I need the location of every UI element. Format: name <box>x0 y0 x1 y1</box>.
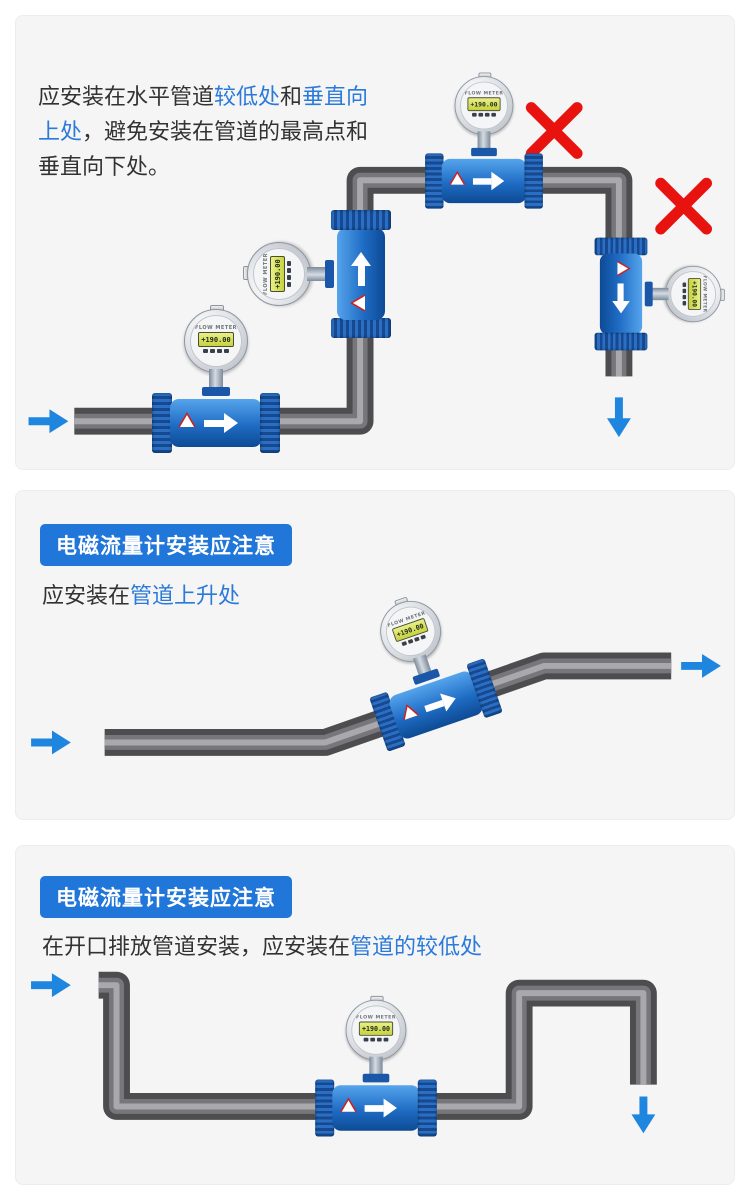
meter-face: FLOW METER +190.00 <box>379 599 443 663</box>
flow-arrow-right-icon <box>31 973 71 998</box>
meter-flange-right <box>524 153 543 209</box>
meter-brand-label: FLOW METER <box>356 1014 396 1021</box>
meter-flow-arrow-icon <box>424 699 445 713</box>
section-open-discharge: 电磁流量计安装应注意 在开口排放管道安装，应安装在管道的较低处 FLOW MET… <box>15 845 735 1185</box>
meter-flange-right <box>260 393 280 453</box>
section-improper-locations: 应安装在水平管道较低处和垂直向上处，避免安装在管道的最高点和垂直向下处。 FLO… <box>15 15 735 470</box>
meter-brand-label: FLOW METER <box>701 275 708 313</box>
meter-buttons <box>352 1037 399 1042</box>
instruction-text: 应安装在水平管道较低处和垂直向上处，避免安装在管道的最高点和垂直向下处。 <box>38 80 380 185</box>
meter-flange-right <box>417 1079 437 1137</box>
caption-text: 在开口排放管道安装，应安装在管道的较低处 <box>42 929 482 961</box>
meter-lcd: +190.00 <box>358 1021 394 1036</box>
flow-arrow-down-icon <box>606 397 631 438</box>
meter-face: FLOW METER +190.00 <box>670 271 717 317</box>
text-segment: 和 <box>280 85 303 110</box>
text-segment-highlight: 垂直向上处 <box>38 85 369 145</box>
meter-lcd: +190.00 <box>270 256 285 292</box>
meter-display-head: FLOW METER +190.00 <box>665 265 722 323</box>
section-rising-pipe: 电磁流量计安装应注意 应安装在管道上升处 FLOW METER +190.00 <box>15 490 735 820</box>
flow-arrow-right-icon <box>681 654 721 678</box>
meter-collar <box>471 147 497 157</box>
meter-body <box>425 153 543 209</box>
meter-display-head: FLOW METER +190.00 <box>345 999 407 1061</box>
text-segment-highlight: 较低处 <box>214 85 281 110</box>
meter-display-head: FLOW METER +190.00 <box>184 309 248 373</box>
meter-display-head: FLOW METER +190.00 <box>247 242 311 306</box>
meter-buttons <box>682 272 687 316</box>
text-segment: ，避免安装在管道的最高点和垂直向下处。 <box>38 120 369 180</box>
text-segment-highlight: 管道的较低处 <box>350 935 483 960</box>
flowmeter: FLOW METER +190.00 <box>152 305 280 453</box>
meter-flange-left <box>331 318 391 338</box>
meter-body <box>315 1079 437 1137</box>
meter-flange-left <box>315 1079 335 1137</box>
caption-text: 应安装在管道上升处 <box>42 578 240 610</box>
flow-arrow-down-icon <box>631 1096 656 1134</box>
meter-face: FLOW METER +190.00 <box>253 248 305 300</box>
diagram-pipe-layout-3 <box>31 971 657 1134</box>
meter-body <box>331 210 391 338</box>
flowmeter: FLOW METER +190.00 <box>594 237 725 351</box>
meter-collar <box>362 1073 390 1083</box>
pipe <box>98 971 657 1120</box>
flow-arrow-right-icon <box>31 730 71 755</box>
meter-body <box>152 393 280 453</box>
meter-lcd: +190.00 <box>198 332 234 347</box>
meter-tube <box>332 1085 420 1131</box>
meter-flange-right <box>594 332 648 351</box>
flowmeter: FLOW METER +190.00 <box>425 72 543 209</box>
meter-brand-label: FLOW METER <box>464 90 504 97</box>
meter-tube <box>441 158 527 204</box>
meter-lcd: +190.00 <box>687 278 702 310</box>
meter-collar <box>202 387 230 396</box>
meter-tube <box>337 228 385 320</box>
meter-brand-label: FLOW METER <box>195 325 237 331</box>
meter-flow-arrow-icon <box>364 1105 384 1112</box>
flow-arrow-right-icon <box>28 409 69 434</box>
meter-display-head: FLOW METER +190.00 <box>454 76 514 135</box>
text-segment-highlight: 管道上升处 <box>130 584 241 609</box>
x-mark-icon <box>525 102 583 159</box>
meter-face: FLOW METER +190.00 <box>460 81 508 130</box>
text-segment: 应安装在 <box>42 584 131 609</box>
meter-lcd: +190.00 <box>467 97 501 112</box>
meter-buttons <box>191 349 241 353</box>
meter-tube <box>170 399 262 447</box>
text-segment: 在开口排放管道安装，应安装在 <box>42 935 351 960</box>
section-badge: 电磁流量计安装应注意 <box>40 876 292 918</box>
meter-flow-arrow-icon <box>617 283 624 302</box>
x-mark-icon <box>655 177 713 235</box>
section-badge: 电磁流量计安装应注意 <box>40 524 292 566</box>
meter-flange-right <box>331 210 391 230</box>
meter-buttons <box>287 249 291 299</box>
meter-tube <box>599 253 643 335</box>
meter-face: FLOW METER +190.00 <box>351 1005 401 1055</box>
meter-flow-arrow-icon <box>472 178 492 185</box>
flowmeter: FLOW METER +190.00 <box>315 995 437 1137</box>
meter-flow-arrow-icon <box>358 266 365 286</box>
meter-flange-left <box>425 153 444 209</box>
meter-buttons <box>461 112 507 117</box>
meter-body <box>594 237 648 351</box>
meter-face: FLOW METER +190.00 <box>190 315 242 367</box>
text-segment: 应安装在水平管道 <box>38 85 215 110</box>
meter-flow-arrow-icon <box>204 420 224 427</box>
meter-flange-left <box>152 393 172 453</box>
meter-brand-label: FLOW METER <box>263 253 269 295</box>
flowmeter: FLOW METER +190.00 <box>243 210 391 338</box>
